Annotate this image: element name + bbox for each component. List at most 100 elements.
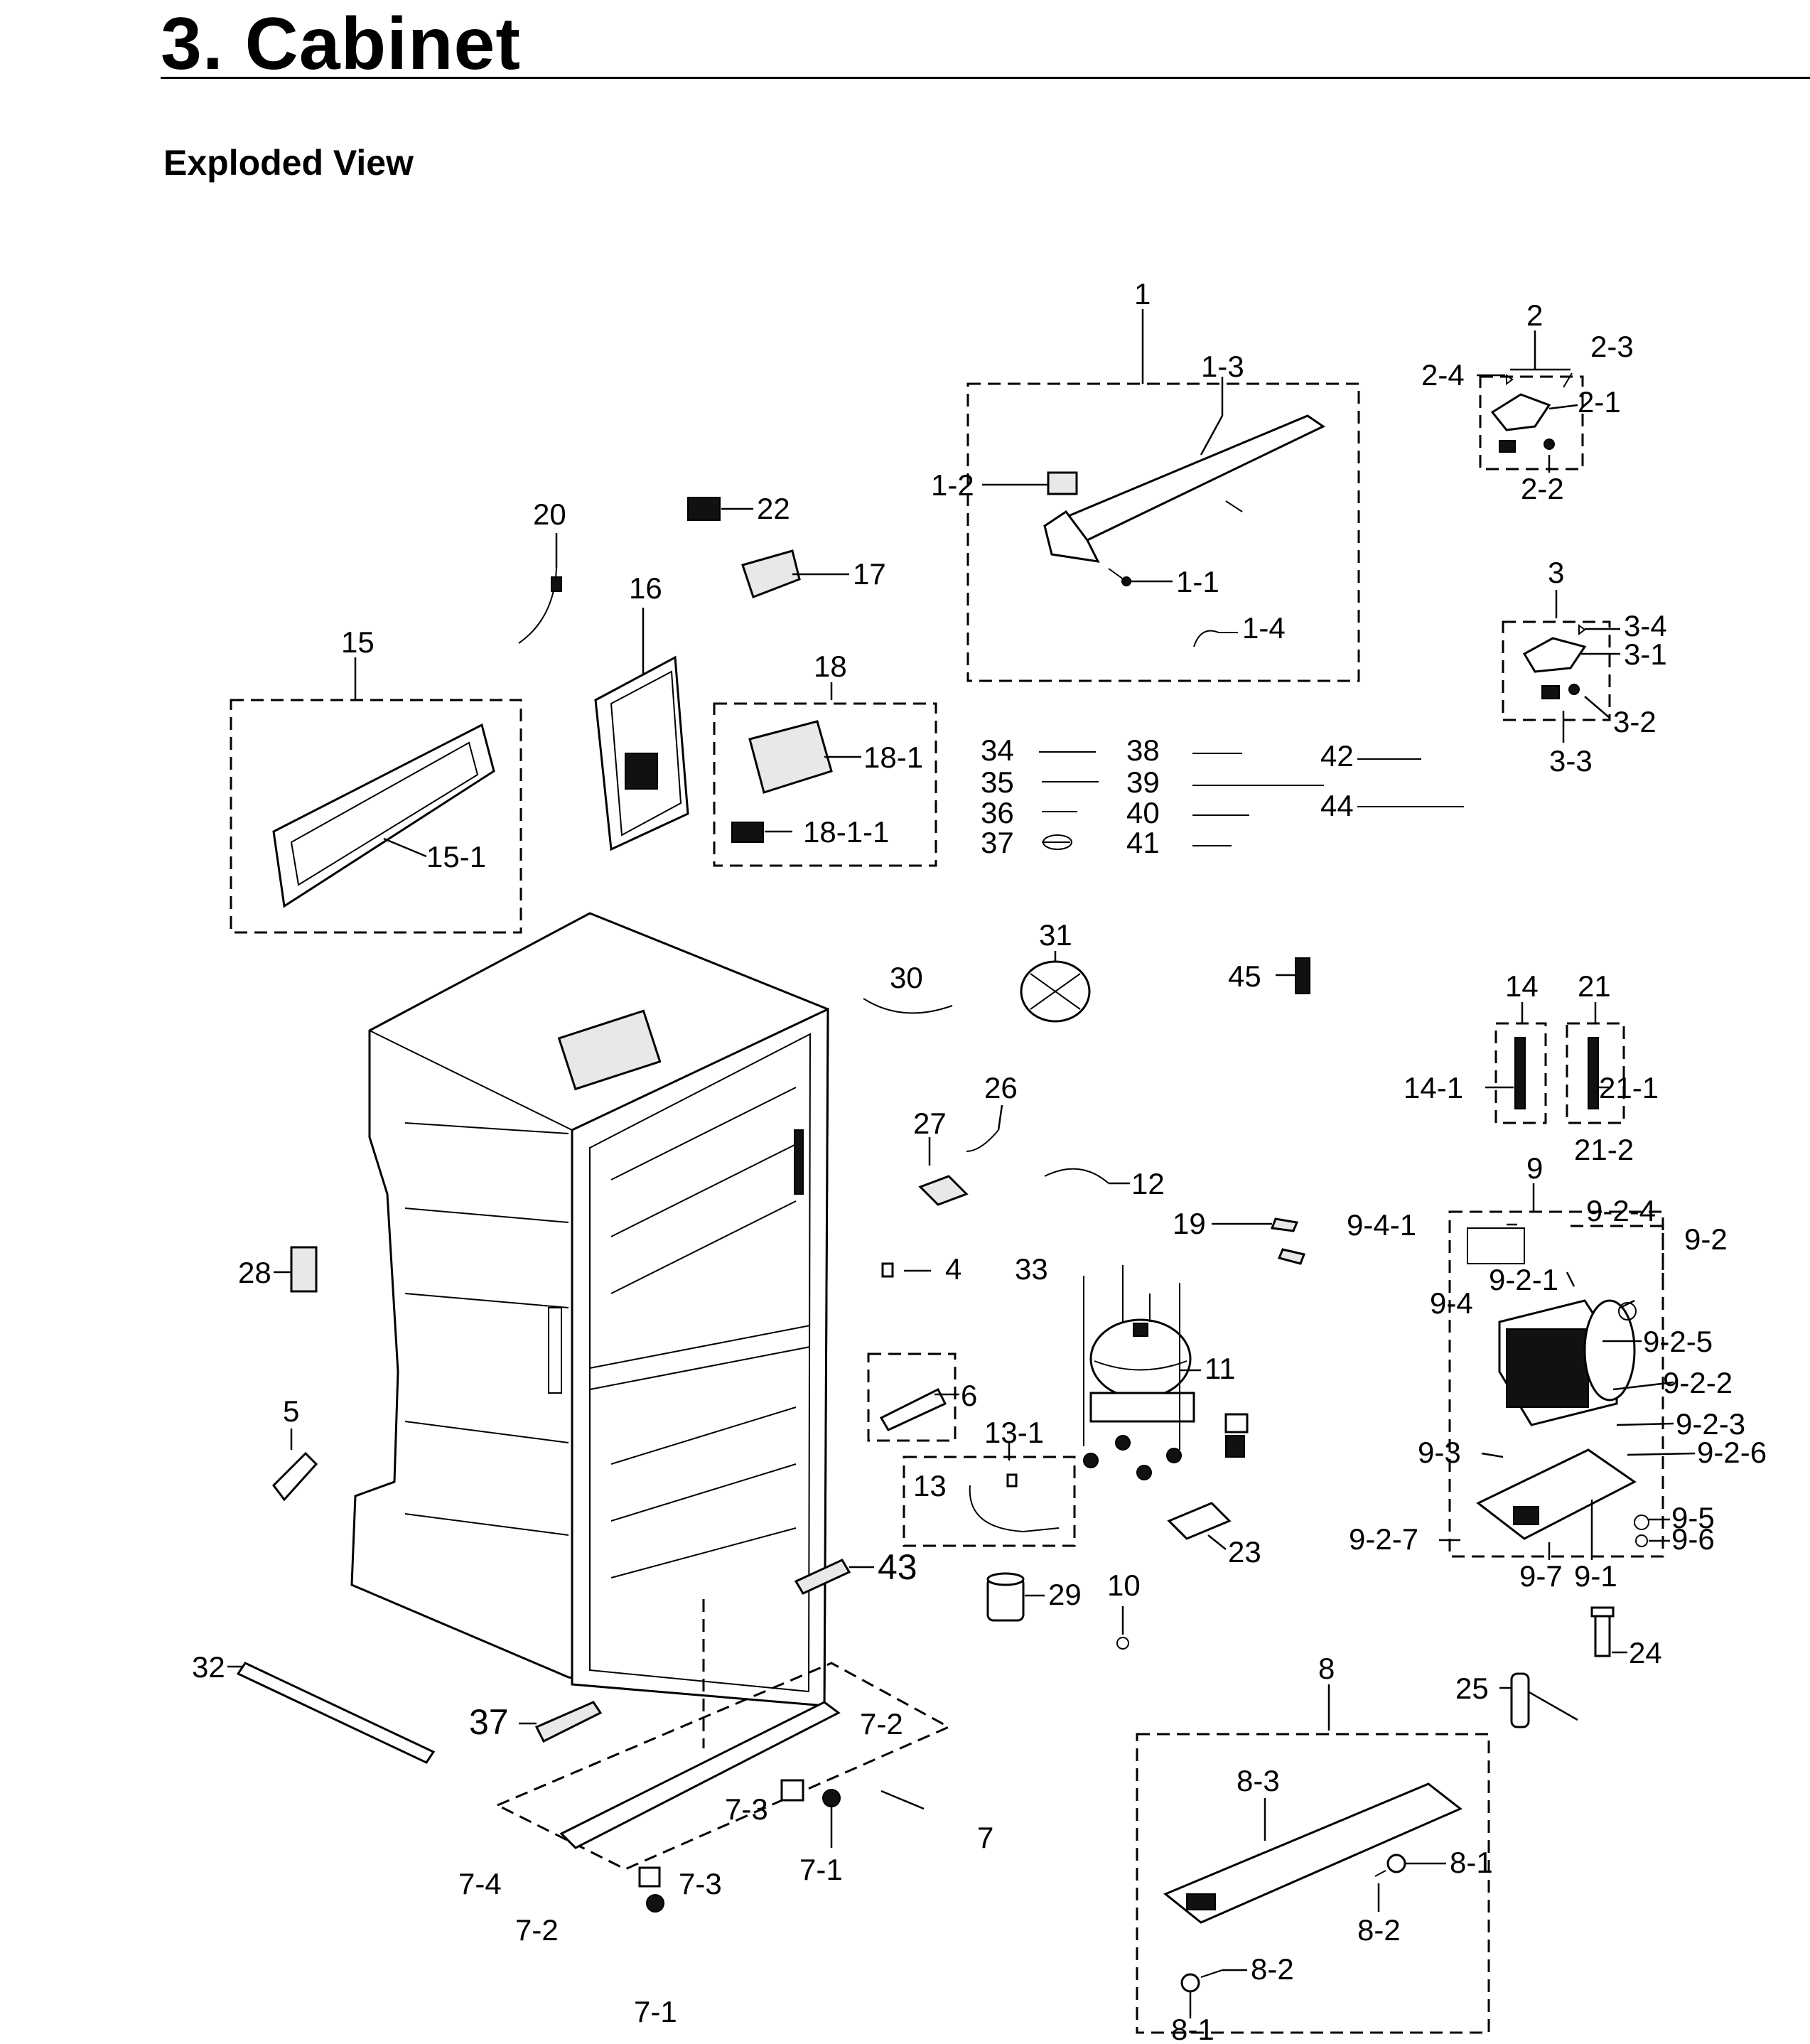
callout-44: 44 (1320, 789, 1354, 822)
callout-9-2-6: 9-2-6 (1697, 1436, 1767, 1469)
callout-32: 32 (192, 1650, 225, 1684)
part-11-compressor (1083, 1265, 1249, 1480)
callout-2-3: 2-3 (1590, 330, 1634, 363)
callout-15-1: 15-1 (426, 840, 486, 873)
part-31 (1020, 951, 1091, 1023)
callout-7-3-upper: 7-3 (725, 1792, 768, 1826)
part-18-group (713, 682, 937, 867)
callout-1-1: 1-1 (1176, 565, 1219, 598)
callout-8-2-lower: 8-2 (1251, 1952, 1294, 1986)
callout-7-1-upper: 7-1 (799, 1853, 843, 1886)
callout-3-4: 3-4 (1624, 609, 1667, 642)
callout-31: 31 (1039, 918, 1072, 952)
callout-2: 2 (1526, 298, 1543, 332)
callout-9-2-7: 9-2-7 (1349, 1522, 1418, 1556)
callout-18-1-1: 18-1-1 (803, 815, 889, 849)
callout-1-2: 1-2 (931, 468, 974, 502)
callout-8-1-upper: 8-1 (1450, 1846, 1493, 1879)
part-25 (1499, 1672, 1578, 1728)
callout-1-3: 1-3 (1201, 350, 1244, 383)
part-21-group (1566, 1002, 1625, 1124)
callout-9-4: 9-4 (1430, 1286, 1473, 1320)
fastener-list (1039, 751, 1464, 850)
part-15-group (230, 657, 522, 934)
callout-45: 45 (1228, 959, 1261, 993)
callout-9-2-5: 9-2-5 (1643, 1325, 1713, 1358)
part-7-group (495, 1599, 952, 1913)
callout-38: 38 (1126, 733, 1160, 767)
callout-26: 26 (984, 1071, 1018, 1104)
callout-6: 6 (961, 1379, 977, 1412)
callout-2-4: 2-4 (1421, 358, 1465, 392)
callout-3-1: 3-1 (1624, 638, 1667, 671)
callout-7: 7 (977, 1821, 993, 1854)
callout-35: 35 (981, 765, 1014, 799)
part-12 (1044, 1168, 1130, 1185)
callout-33: 33 (1015, 1252, 1048, 1286)
part-26 (966, 1104, 1003, 1152)
callout-20: 20 (533, 497, 566, 531)
callout-29: 29 (1048, 1578, 1082, 1611)
callout-10: 10 (1107, 1569, 1141, 1602)
callout-21-2: 21-2 (1574, 1133, 1634, 1166)
callout-1-4: 1-4 (1242, 611, 1286, 645)
callout-9-2-1: 9-2-1 (1489, 1263, 1558, 1296)
callout-14: 14 (1505, 969, 1539, 1003)
bracket-1-2 (1047, 471, 1078, 495)
part-3-group (1502, 590, 1620, 743)
callout-11: 11 (1205, 1352, 1236, 1385)
callout-37-screw: 37 (981, 826, 1014, 859)
callout-4: 4 (945, 1252, 961, 1286)
callout-9-2-3: 9-2-3 (1676, 1407, 1745, 1441)
part-22 (687, 497, 721, 521)
callout-9: 9 (1526, 1151, 1543, 1185)
callout-7-3-lower: 7-3 (679, 1867, 722, 1900)
callout-28: 28 (238, 1256, 271, 1289)
callout-21-1: 21-1 (1599, 1071, 1659, 1104)
callout-8-3: 8-3 (1237, 1764, 1280, 1797)
callout-40: 40 (1126, 796, 1160, 829)
callout-19: 19 (1173, 1207, 1206, 1240)
callout-3-2: 3-2 (1613, 705, 1657, 738)
callout-37: 37 (469, 1702, 509, 1742)
part-1-group (966, 309, 1360, 682)
callout-9-3: 9-3 (1418, 1436, 1461, 1469)
callout-9-7: 9-7 (1519, 1559, 1563, 1593)
callout-8: 8 (1318, 1652, 1335, 1685)
part-16 (594, 608, 689, 851)
callout-36: 36 (981, 796, 1014, 829)
part-37-bottom (519, 1701, 603, 1743)
part-30 (863, 998, 953, 1014)
part-13-group (903, 1443, 1076, 1547)
section-heading: Exploded View (163, 143, 414, 183)
callout-1: 1 (1134, 277, 1151, 311)
callout-2-2: 2-2 (1521, 472, 1564, 505)
callout-9-2-4: 9-2-4 (1586, 1194, 1656, 1227)
callout-7-4: 7-4 (458, 1867, 502, 1900)
page-title: 3. Cabinet (161, 3, 521, 85)
callout-13: 13 (913, 1469, 947, 1502)
part-24 (1590, 1606, 1627, 1657)
callout-9-2: 9-2 (1684, 1222, 1728, 1256)
callout-3: 3 (1548, 556, 1564, 589)
callout-7-2-lower: 7-2 (515, 1913, 559, 1947)
part-8-group (1136, 1684, 1490, 2034)
part-28 (274, 1246, 318, 1293)
callout-9-1: 9-1 (1574, 1559, 1617, 1593)
callout-14-1: 14-1 (1404, 1071, 1463, 1104)
callout-30: 30 (890, 961, 923, 994)
part-20 (518, 533, 562, 644)
callout-18-1: 18-1 (863, 741, 923, 774)
part-29 (986, 1572, 1045, 1622)
callout-43: 43 (878, 1547, 917, 1587)
part-17 (741, 549, 849, 598)
callout-8-2-upper: 8-2 (1357, 1913, 1401, 1947)
part-43 (794, 1559, 874, 1595)
callout-23: 23 (1228, 1535, 1261, 1569)
cabinet-body (350, 912, 829, 1707)
part-14-group (1485, 1002, 1547, 1124)
callout-42: 42 (1320, 739, 1354, 773)
part-27 (918, 1137, 969, 1206)
callout-15: 15 (341, 625, 375, 659)
